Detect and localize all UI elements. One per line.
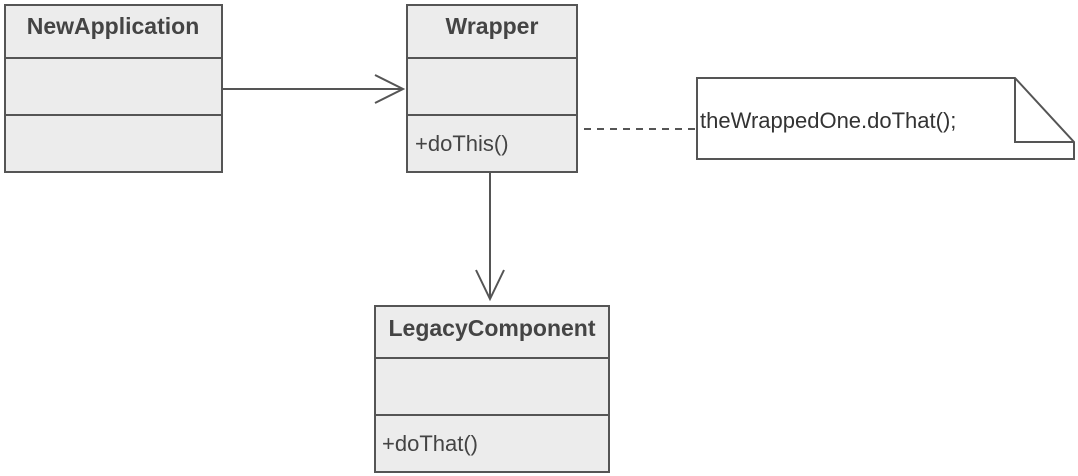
class-box [406,4,578,173]
class-legacy-component[interactable]: LegacyComponent +doThat() [374,305,610,473]
note-shape [696,77,1075,160]
class-name: LegacyComponent [388,315,595,341]
open-arrowhead-icon [475,269,505,302]
class-name: NewApplication [27,13,200,39]
class-box [374,305,610,473]
open-arrowhead-icon [374,74,406,104]
class-name: Wrapper [446,13,539,39]
association-arrow-newapp-wrapper[interactable] [222,74,406,104]
class-new-application[interactable]: NewApplication [4,4,223,173]
class-method: +doThat() [382,431,478,456]
note-folded-corner-icon [1014,78,1074,143]
note-text: theWrappedOne.doThat(); [700,108,956,133]
class-method: +doThis() [415,131,509,156]
note[interactable]: theWrappedOne.doThat(); [696,77,1075,160]
class-box [4,4,223,173]
class-wrapper[interactable]: Wrapper +doThis() [406,4,578,173]
association-arrow-wrapper-legacy[interactable] [475,172,505,302]
